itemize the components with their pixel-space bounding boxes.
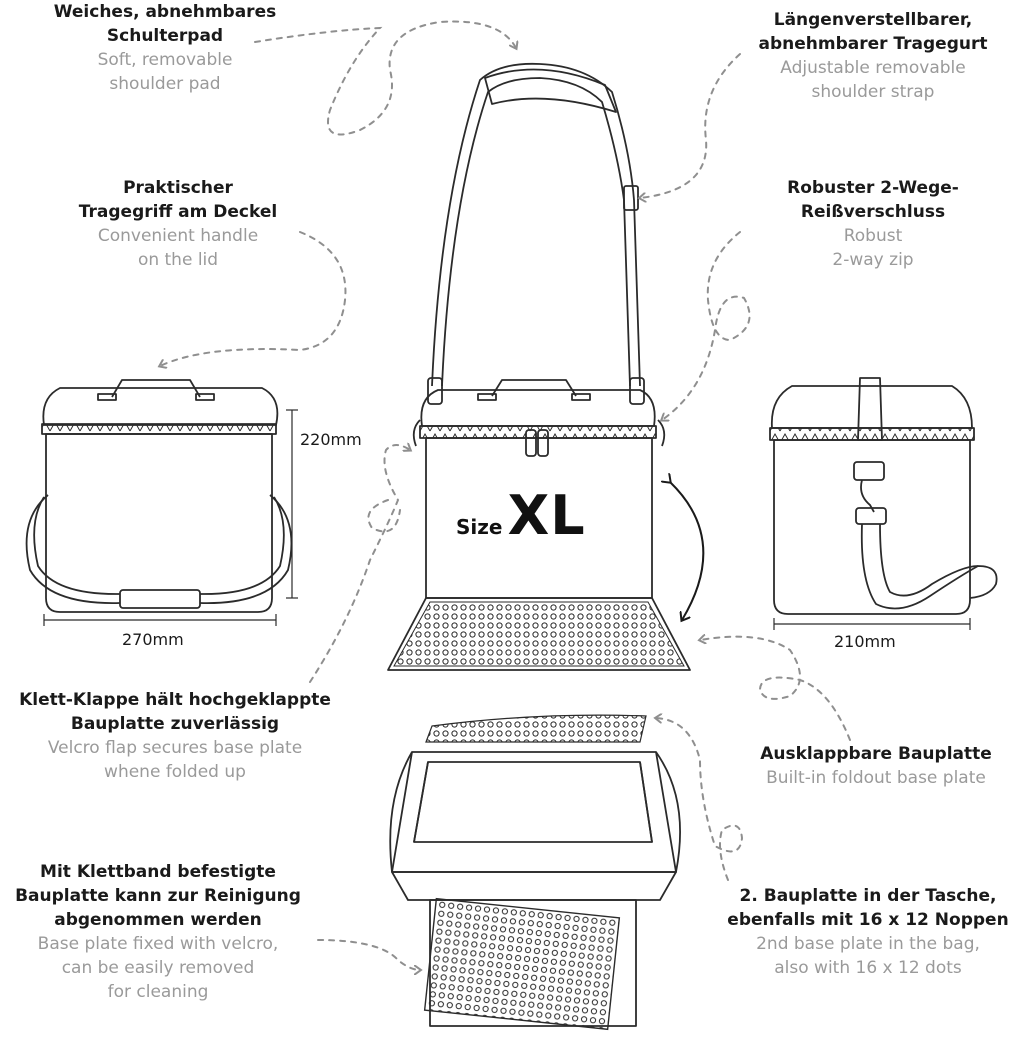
label-foldout-plate: Ausklappbare Bauplatte Built-in foldout … — [760, 744, 992, 788]
label-shoulder-strap: Längenverstellbarer, abnehmbarer Tragegu… — [758, 10, 988, 102]
dimension-lines-left — [43, 409, 298, 626]
dimension-height: 220mm — [300, 430, 362, 449]
size-badge: Size XL — [456, 484, 586, 547]
center-bag-with-strap — [387, 62, 691, 671]
callout-arrows — [160, 20, 851, 970]
size-prefix: Size — [456, 515, 503, 539]
fold-arrow — [670, 482, 705, 620]
dimension-line-right — [773, 618, 971, 630]
right-bag-side-view — [769, 377, 998, 615]
dimension-depth: 210mm — [834, 632, 896, 651]
label-removable-plate: Mit Klettband befestigte Bauplatte kann … — [15, 862, 301, 1002]
foldout-base-plate — [393, 601, 685, 667]
folded-base-plate — [425, 714, 647, 743]
size-value: XL — [507, 484, 586, 547]
label-second-plate: 2. Bauplatte in der Tasche, ebenfalls mi… — [727, 886, 1009, 978]
label-shoulder-pad: Weiches, abnehmbares Schulterpad Soft, r… — [53, 2, 277, 94]
left-bag-front-view — [25, 379, 293, 613]
removed-base-plate — [423, 897, 621, 1031]
dimension-width: 270mm — [122, 630, 184, 649]
label-velcro-flap: Klett-Klappe hält hochgeklappte Bauplatt… — [19, 690, 331, 782]
label-two-way-zip: Robuster 2-Wege- Reißverschluss Robust 2… — [787, 178, 959, 270]
label-lid-handle: Praktischer Tragegriff am Deckel Conveni… — [78, 178, 278, 270]
